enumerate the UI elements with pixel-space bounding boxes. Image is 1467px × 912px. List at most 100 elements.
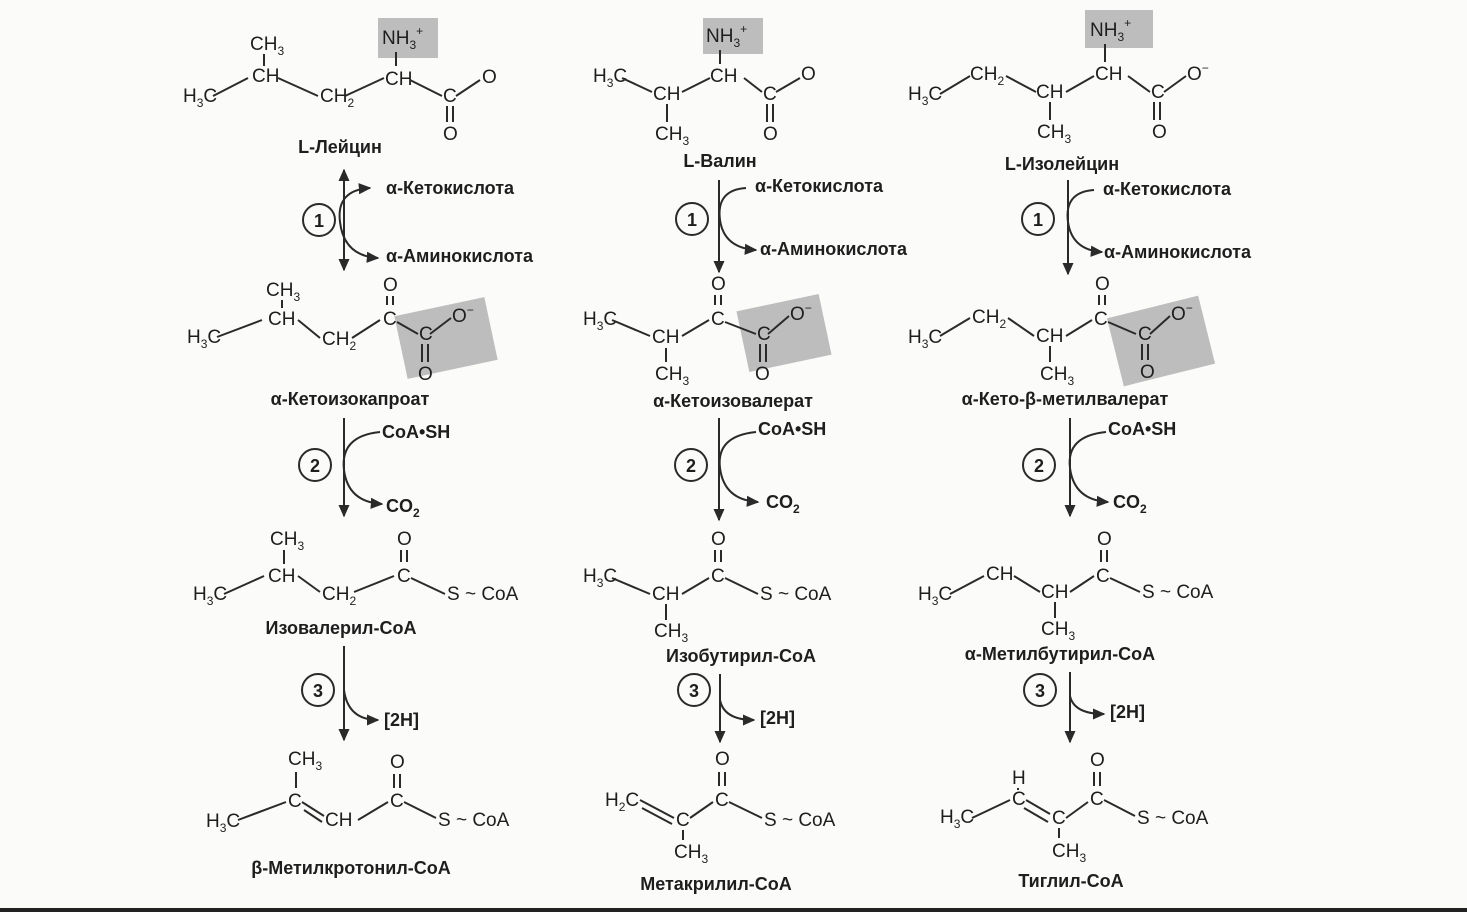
svg-text:O−: O−	[790, 301, 812, 325]
svg-text:CH2: CH2	[972, 307, 1006, 331]
svg-text:H3C: H3C	[940, 807, 974, 831]
carboxyl-c: C	[763, 84, 777, 105]
svg-text:C: C	[1052, 808, 1066, 829]
carbonyl-o: O	[443, 124, 458, 145]
svg-text:H: H	[1012, 768, 1026, 789]
name-ketoisovalerate: α-Кетоизовалерат	[653, 391, 813, 411]
svg-text:O: O	[1095, 274, 1110, 295]
svg-text:CH3: CH3	[270, 529, 304, 553]
svg-text:C: C	[390, 791, 404, 812]
ch3-group: CH3	[655, 124, 689, 148]
svg-text:C: C	[1096, 566, 1110, 587]
svg-text:3: 3	[689, 681, 699, 701]
svg-text:α-Кетокислота: α-Кетокислота	[386, 178, 515, 198]
carbonyl-o: O	[763, 124, 778, 145]
svg-text:CH3: CH3	[1052, 841, 1086, 865]
isoleucine-structure: NH3+ H3C CH2 CH CH CH3 C O− O	[908, 10, 1209, 146]
name-isoleucine: L-Изолейцин	[1005, 154, 1119, 174]
svg-text:S ~ CoA: S ~ CoA	[447, 584, 519, 605]
svg-text:CO2: CO2	[386, 496, 420, 520]
alpha-ch: CH	[1095, 64, 1122, 85]
svg-text:O: O	[397, 529, 412, 550]
svg-text:O: O	[1090, 750, 1105, 771]
svg-text:1: 1	[314, 211, 324, 231]
svg-text:CH3: CH3	[674, 842, 708, 866]
svg-text:CH3: CH3	[655, 364, 689, 388]
svg-text:C: C	[757, 324, 771, 345]
step2-leucine: 2 CoA•SH CO2	[298, 418, 450, 520]
svg-text:CH2: CH2	[322, 329, 356, 353]
ch3-group: CH3	[1037, 122, 1071, 146]
svg-text:C: C	[1090, 789, 1104, 810]
svg-text:C: C	[1094, 309, 1108, 330]
svg-text:S ~ CoA: S ~ CoA	[438, 810, 510, 831]
isobutyryl-coa-structure: H3C CH CH3 C O S ~ CoA	[583, 529, 832, 645]
svg-text:α-Аминокислота: α-Аминокислота	[386, 246, 534, 266]
svg-text:2: 2	[1034, 456, 1044, 476]
step3-isoleucine: 3 [2H]	[1023, 672, 1145, 744]
svg-text:O: O	[715, 749, 730, 770]
svg-text:C: C	[711, 309, 725, 330]
svg-text:2: 2	[310, 456, 320, 476]
name-tiglyl-coa: Тиглил-CoA	[1018, 871, 1123, 891]
carboxyl-o: O−	[1187, 61, 1209, 85]
svg-text:C: C	[288, 791, 302, 812]
step1-valine: 1 α-Кетокислота α-Аминокислота	[675, 176, 908, 274]
svg-text:O: O	[711, 529, 726, 550]
svg-text:CoA•SH: CoA•SH	[758, 419, 826, 439]
methylcrotonyl-coa-structure: CH3 H3C C CH C O S ~ CoA	[206, 749, 510, 835]
svg-text:CH: CH	[268, 566, 295, 587]
ch-group: CH	[1036, 82, 1063, 103]
svg-text:S ~ CoA: S ~ CoA	[760, 584, 832, 605]
svg-text:H3C: H3C	[918, 584, 952, 608]
svg-text:C: C	[676, 810, 690, 831]
svg-text:C: C	[1138, 324, 1152, 345]
ch3-group: CH3	[250, 34, 284, 58]
svg-text:CH2: CH2	[322, 584, 356, 608]
svg-text:CH3: CH3	[654, 621, 688, 645]
svg-text:S ~ CoA: S ~ CoA	[764, 810, 836, 831]
ketoisocaproate-structure: CH3 H3C CH CH2 C O C O− O	[187, 275, 498, 385]
svg-text:H3C: H3C	[908, 327, 942, 351]
svg-text:CH3: CH3	[288, 749, 322, 773]
svg-text:H3C: H3C	[193, 584, 227, 608]
svg-text:CH: CH	[652, 584, 679, 605]
svg-text:O: O	[390, 752, 405, 773]
name-ketoisocaproate: α-Кетоизокапроат	[271, 389, 430, 409]
step2-isoleucine: 2 CoA•SH CO2	[1022, 418, 1176, 518]
step1-isoleucine: 1 α-Кетокислота α-Аминокислота	[1021, 179, 1252, 276]
svg-text:CH3: CH3	[1041, 619, 1075, 643]
step2-valine: 2 CoA•SH CO2	[674, 418, 826, 522]
svg-text:C: C	[715, 790, 729, 811]
carboxyl-o: O	[482, 67, 497, 88]
svg-text:1: 1	[687, 210, 697, 230]
name-methylbutyryl-coa: α-Метилбутирил-CoA	[965, 644, 1155, 664]
svg-text:H3C: H3C	[583, 566, 617, 590]
svg-text:1: 1	[1033, 210, 1043, 230]
carbonyl-o: O	[1152, 122, 1167, 143]
svg-text:C: C	[383, 309, 397, 330]
svg-text:CH: CH	[325, 810, 352, 831]
methylbutyryl-coa-structure: H3C CH CH CH3 C O S ~ CoA	[918, 529, 1214, 643]
svg-text:CH: CH	[652, 327, 679, 348]
name-methylcrotonyl-coa: β-Метилкротонил-CoA	[251, 858, 451, 878]
carboxyl-c: C	[1151, 82, 1165, 103]
alpha-ch: CH	[385, 69, 412, 90]
svg-text:[2H]: [2H]	[384, 710, 419, 730]
svg-text:C: C	[1012, 789, 1026, 810]
h3c-group: H3C	[593, 66, 627, 90]
name-isovaleryl-coa: Изовалерил-CoA	[266, 618, 417, 638]
svg-text:[2H]: [2H]	[1110, 702, 1145, 722]
svg-text:H3C: H3C	[206, 811, 240, 835]
h3c-group: H3C	[908, 84, 942, 108]
carboxyl-c: C	[443, 86, 457, 107]
h3c-group: H3C	[183, 86, 217, 110]
carboxyl-o: O	[801, 64, 816, 85]
ch-group: CH	[252, 66, 279, 87]
leucine-structure: CH3 H3C CH CH2 CH NH3+ C O O	[183, 18, 497, 145]
svg-text:[2H]: [2H]	[760, 708, 795, 728]
svg-text:H3C: H3C	[187, 327, 221, 351]
nh3-group: NH3+	[706, 22, 747, 50]
svg-text:α-Кетокислота: α-Кетокислота	[1103, 179, 1232, 199]
name-ketomethylvalerate: α-Кето-β-метилвалерат	[962, 389, 1169, 409]
